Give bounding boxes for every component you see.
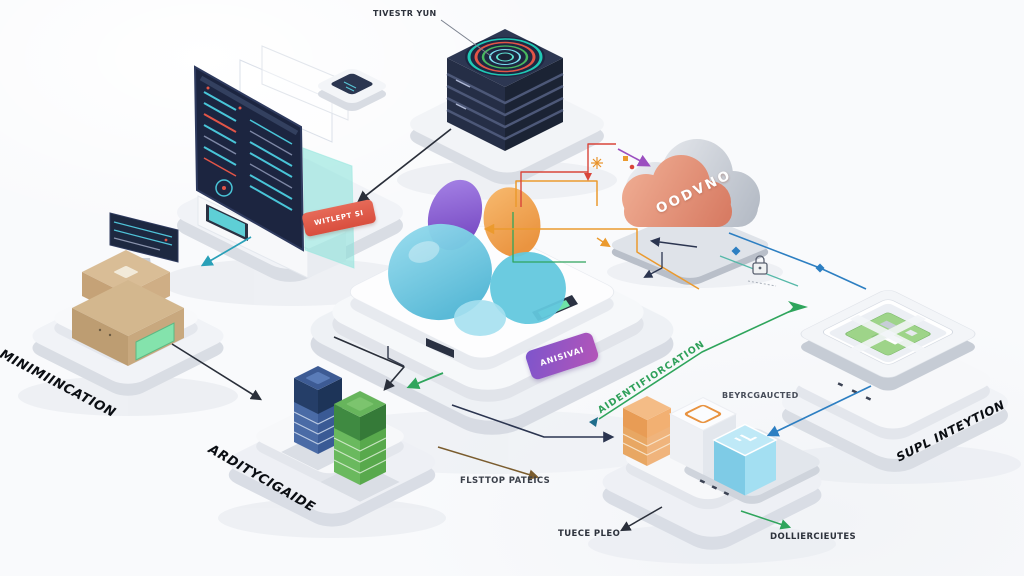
label-top-server: TIVESTR YUN [373,9,437,18]
tan-box-lower [72,280,184,366]
cloud-shape [622,139,760,227]
navy-zigzag [643,252,663,278]
line-platform-patterns [437,446,540,480]
dashboard-screen [193,65,305,252]
navy-arrow-left [649,237,698,248]
platform-ports [699,479,730,496]
teal-blob-left [388,223,492,321]
server-station [410,29,604,185]
screen-data-rows [203,91,293,211]
orange-blob [483,187,541,257]
red-arrowhead [584,173,592,181]
server-box [446,29,564,151]
line-identification [598,307,798,420]
cloud-station [611,139,769,285]
glass-panel-top [261,45,349,121]
line-towers-to-assets [451,404,615,443]
monitor-station [177,45,403,282]
server-slats [446,72,564,141]
cloud-tray [611,212,769,285]
arrow-trace-left [620,506,663,532]
label-platform-patterns: FLSTTOP PATEICS [460,476,551,486]
label-deliverables: DOLLIERCIEUTES [770,532,857,542]
circuit-device [800,290,976,401]
ident-arrow-icon [589,417,598,427]
purple-arrow-cloud [617,148,651,167]
line-integration-to-assets [766,385,872,437]
line-monitor-to-minimization [200,236,252,267]
minimization-station [32,212,224,396]
abstract-blobs [388,179,566,336]
glass-panel-back [239,59,333,143]
monitor-badge-text: WITLEPT SI [313,208,365,228]
concentric-rings-icon [465,37,545,77]
center-station [310,179,674,435]
cyan-glyph-icon [734,434,758,442]
line-center-to-towers [333,336,405,391]
mini-slab-device [317,68,387,112]
orange-trace-center [515,180,598,207]
teal-blob-right [490,251,566,325]
cloud-front-face [622,155,732,227]
orange-arrow-small [596,237,611,248]
red-trace-b [587,143,616,174]
red-dot-icon [629,164,635,170]
label-reproduced: BEYRCGAUCTED [722,391,799,400]
orange-outline-icon [684,404,722,424]
arrow-deliverables [740,510,792,530]
green-arrow-towers [406,372,444,390]
pointer-line-top-server [440,19,492,57]
teal-blob-foot [454,300,506,336]
line-cloud-to-center-orange [483,223,700,290]
diamond-node-icon [815,263,825,273]
green-arrow-node-icon [788,301,808,313]
connection-lines [171,19,872,532]
lock-icon [747,255,777,287]
line-server-to-monitor [356,128,452,203]
board-components [849,314,927,354]
integration-station [782,290,1008,472]
small-monitor-rows [113,221,173,251]
line-minimization-to-towers [171,343,263,401]
cyan-cube [712,423,778,496]
red-trace-a [520,171,588,207]
spark-icon [591,156,628,169]
center-badge-text: ANISIVAI [538,344,586,368]
green-screen-strip [135,322,175,361]
towers-station [228,366,436,527]
label-trace-left: TUECE PLEO [558,529,621,539]
green-tower [333,391,387,485]
orange-box [622,396,672,466]
